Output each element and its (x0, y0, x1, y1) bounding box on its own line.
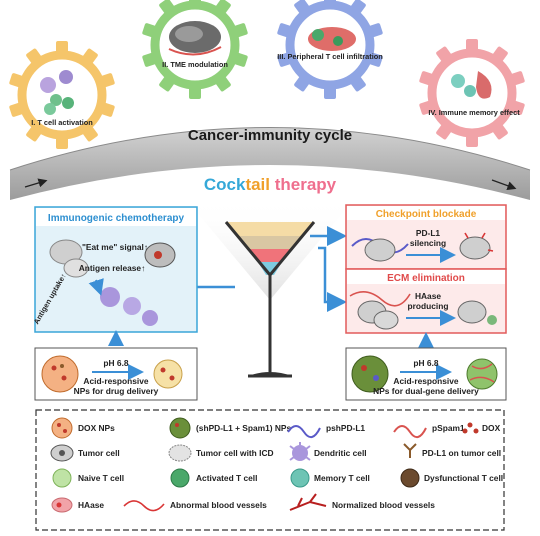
np-desc-line2: NPs for dual-gene delivery (373, 386, 479, 396)
np-desc-line1: Acid-responsive (83, 376, 149, 386)
pdl1-line1: PD-L1 (416, 228, 441, 238)
np-desc-line2: NPs for drug delivery (74, 386, 159, 396)
cancer-immunity-cycle-band: Cancer-immunity cycle (9, 127, 531, 200)
legend-item-abnormal-blood-vessels: Abnormal blood vessels (123, 500, 267, 512)
legend-item-activated-t-cell: Activated T cell (170, 468, 257, 488)
acid-responsive-np-gene-box: pH 6.8 Acid-responsive NPs for dual-gene… (345, 347, 507, 401)
cycle-title: Cancer-immunity cycle (188, 127, 352, 144)
ph-label: pH 6.8 (103, 358, 128, 368)
legend-item-haase: HAase (51, 497, 104, 513)
legend-item-dox-nps: DOX NPs (51, 417, 115, 439)
acid-responsive-np-drug-box: pH 6.8 Acid-responsive NPs for drug deli… (34, 347, 198, 401)
legend-item-normalized-blood-vessels: Normalized blood vessels (289, 493, 435, 511)
legend-item-pspam1: pSpam1 (393, 423, 465, 439)
legend: DOX NPs (shPD-L1 + Spam1) NPs pshPD-L1 p… (35, 409, 505, 531)
cocktail-glass (185, 198, 355, 378)
svg-text:DOX NPs: DOX NPs (78, 423, 115, 433)
svg-text:Memory T cell: Memory T cell (314, 473, 370, 483)
gear-tme-modulation: II. TME modulation (142, 0, 248, 99)
panel-title: Immunogenic chemotherapy (48, 213, 185, 224)
svg-text:pSpam1: pSpam1 (432, 423, 465, 433)
legend-item-tumor-cell: Tumor cell (50, 444, 120, 462)
legend-item-memory-t-cell: Memory T cell (290, 468, 370, 488)
svg-text:PD-L1 on tumor cell: PD-L1 on tumor cell (422, 448, 501, 458)
panel-title: Checkpoint blockade (376, 209, 477, 220)
legend-item-dysfunctional-t-cell: Dysfunctional T cell (400, 468, 503, 488)
gear-label: II. TME modulation (162, 60, 228, 69)
eat-me-signal-text: "Eat me" signal↑ (82, 242, 148, 252)
svg-text:Activated T cell: Activated T cell (196, 473, 257, 483)
immunogenic-chemotherapy-panel: Immunogenic chemotherapy "Eat me" signal… (32, 206, 198, 333)
haase-line2: producing (408, 301, 449, 311)
legend-item-dox: DOX (462, 422, 501, 434)
haase-line1: HAase (415, 291, 441, 301)
svg-text:DOX: DOX (482, 423, 501, 433)
svg-text:Abnormal blood vessels: Abnormal blood vessels (170, 500, 267, 510)
np-desc-line1: Acid-responsive (393, 376, 459, 386)
arrow-to-ecm (318, 246, 347, 312)
gear-t-cell-activation: I. T cell activation (9, 41, 115, 149)
svg-text:pshPD-L1: pshPD-L1 (326, 423, 365, 433)
legend-item-naive-t-cell: Naive T cell (52, 468, 124, 488)
svg-text:Normalized blood vessels: Normalized blood vessels (332, 500, 435, 510)
legend-item-dendritic-cell: Dendritic cell (289, 442, 367, 461)
svg-text:Dendritic cell: Dendritic cell (314, 448, 367, 458)
legend-item-shpdl1-spam1-nps: (shPD-L1 + Spam1) NPs (169, 417, 292, 439)
gear-immune-memory-effect: IV. Immune memory effect (419, 39, 525, 147)
svg-text:Naive T cell: Naive T cell (78, 473, 124, 483)
gear-label: IV. Immune memory effect (428, 108, 520, 117)
panel-title: ECM elimination (387, 273, 465, 284)
svg-text:HAase: HAase (78, 500, 104, 510)
legend-item-pdl1-on-tumor-cell: PD-L1 on tumor cell (403, 443, 501, 458)
svg-text:Dysfunctional T cell: Dysfunctional T cell (424, 473, 503, 483)
legend-item-pshpdl1: pshPD-L1 (287, 423, 365, 439)
checkpoint-blockade-panel: Checkpoint blockade PD-L1 silencing (345, 204, 507, 270)
gear-label: III. Peripheral T cell infiltration (277, 52, 383, 61)
antigen-release-text: Antigen release↑ (79, 263, 146, 273)
svg-text:III. Peripheral T cell infiltr: III. Peripheral T cell infiltration (277, 52, 383, 61)
title-part-cock: Cock (204, 175, 246, 194)
svg-text:Tumor cell: Tumor cell (78, 448, 120, 458)
legend-item-tumor-cell-icd: Tumor cell with ICD (168, 444, 274, 462)
title-part-therapy: therapy (270, 175, 337, 194)
cocktail-therapy-title: Cocktail therapy (204, 175, 337, 194)
ph-label: pH 6.8 (413, 358, 438, 368)
svg-text:Tumor cell with ICD: Tumor cell with ICD (196, 448, 274, 458)
gear-label: I. T cell activation (31, 118, 93, 127)
ecm-elimination-panel: ECM elimination HAase producing (345, 268, 507, 334)
gear-peripheral-t-cell-infiltration: III. Peripheral T cell infiltration (277, 0, 383, 99)
title-part-tail: tail (245, 175, 270, 194)
pdl1-line2: silencing (410, 238, 446, 248)
svg-text:(shPD-L1 + Spam1) NPs: (shPD-L1 + Spam1) NPs (196, 423, 292, 433)
